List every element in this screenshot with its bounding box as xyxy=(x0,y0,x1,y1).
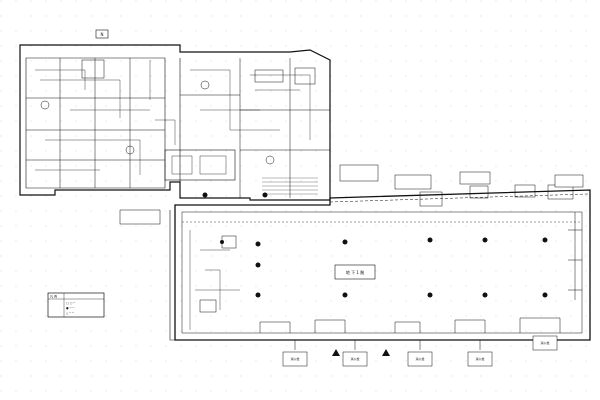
bottom-tag: 消火栓 xyxy=(290,356,299,361)
column-marker xyxy=(255,241,261,247)
main-hall-outline xyxy=(169,184,591,341)
column-marker xyxy=(482,237,488,243)
column-marker xyxy=(342,292,348,298)
column-marker xyxy=(255,262,261,268)
column-marker xyxy=(427,292,433,298)
bottom-callouts xyxy=(282,335,558,367)
column-marker xyxy=(427,237,433,243)
column-marker xyxy=(482,292,488,298)
bottom-tag: 消火栓 xyxy=(540,340,549,345)
annotation-blocks xyxy=(119,164,584,225)
column-marker xyxy=(220,240,224,244)
bottom-tag: 消火栓 xyxy=(475,356,484,361)
column-marker xyxy=(262,192,268,198)
legend-row: △ ─ ─ xyxy=(66,311,74,315)
svg-text:N: N xyxy=(101,32,104,37)
direction-arrows xyxy=(332,349,390,356)
central-floor-tag: 地 下 1 階 xyxy=(346,269,364,275)
legend-box: 凡 例 □ ○ ─ ● ─ ─ △ ─ ─ xyxy=(47,292,105,318)
north-marker: N xyxy=(95,29,109,39)
bottom-tag: 消火栓 xyxy=(350,356,359,361)
bottom-tag: 消火栓 xyxy=(415,356,424,361)
legend-row: ● ─ ─ xyxy=(66,306,74,310)
column-marker xyxy=(542,237,548,243)
legend-row: □ ○ ─ xyxy=(66,301,75,305)
column-marker xyxy=(202,192,208,198)
column-markers xyxy=(202,192,548,298)
upper-left-building xyxy=(19,44,331,201)
legend-row: 凡 例 xyxy=(50,294,57,299)
column-marker xyxy=(542,292,548,298)
column-marker xyxy=(342,239,348,245)
column-marker xyxy=(255,292,261,298)
